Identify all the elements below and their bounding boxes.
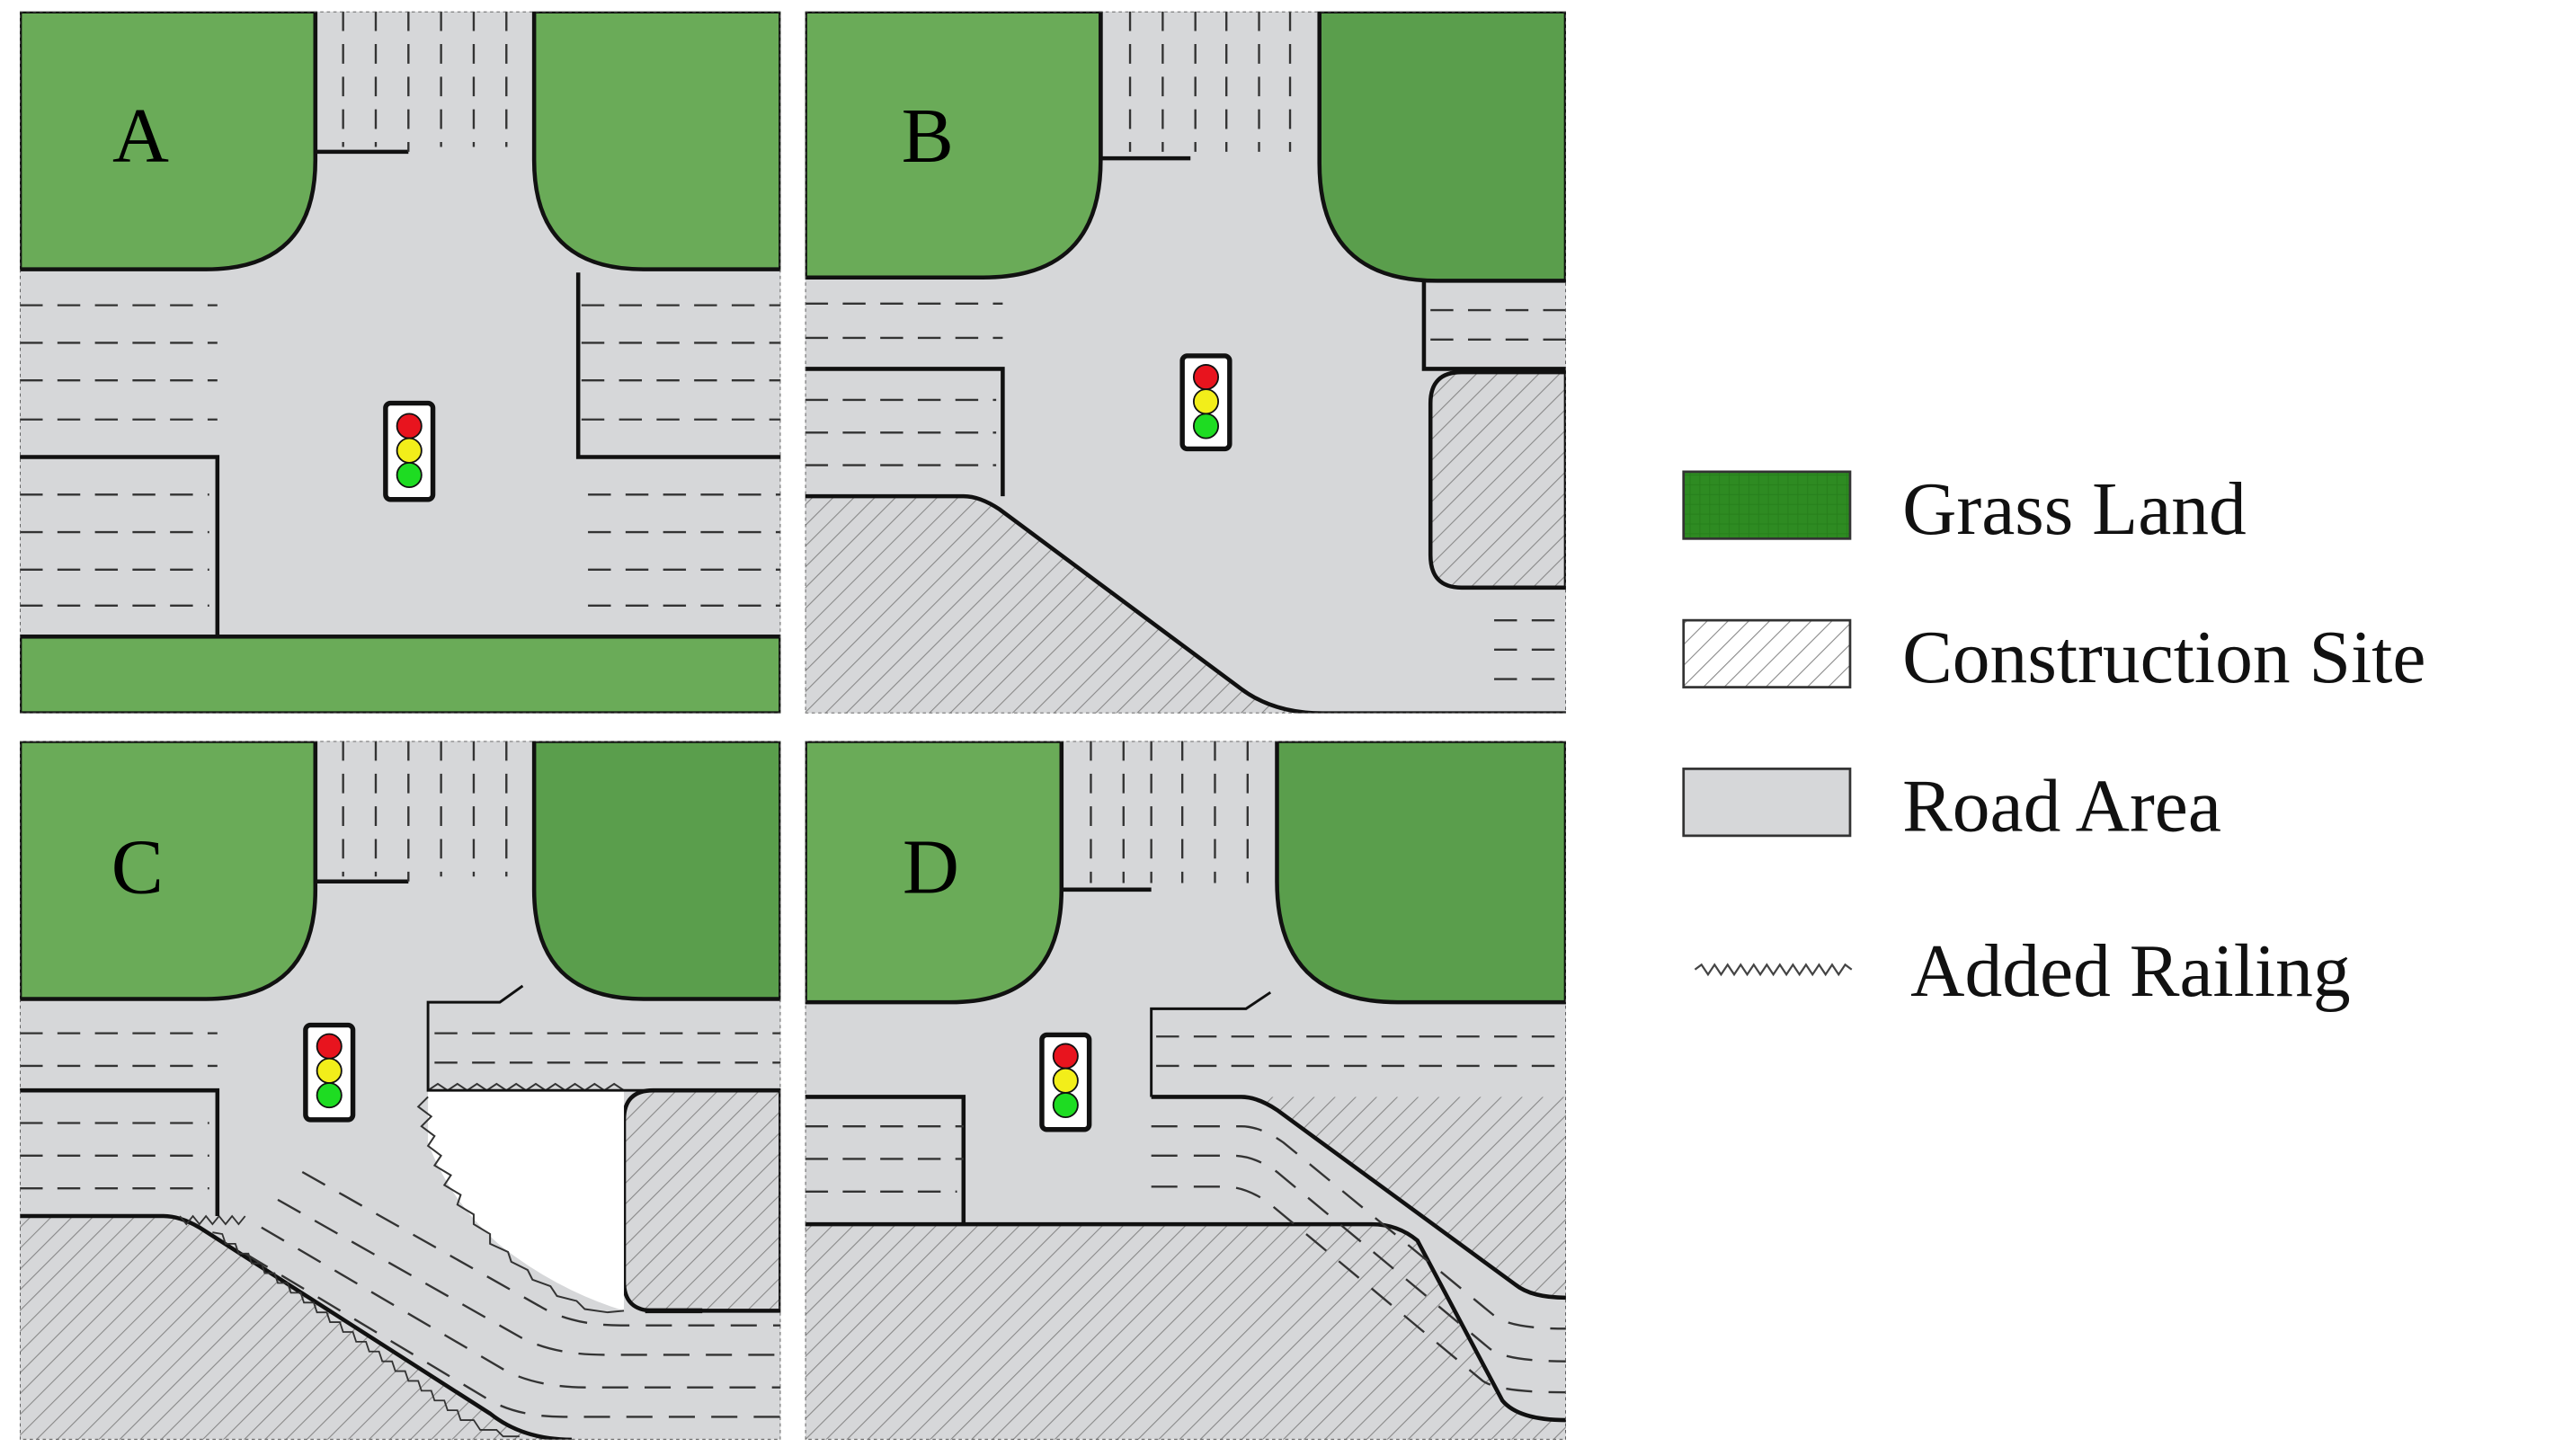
traffic-light-icon xyxy=(1179,353,1233,452)
legend-label-grass: Grass Land xyxy=(1902,468,2247,551)
construction-swatch xyxy=(1682,618,1852,688)
legend-label-construction: Construction Site xyxy=(1902,617,2425,699)
panel-a-label: A xyxy=(112,92,169,179)
panel-a xyxy=(20,11,781,714)
legend-label-railing: Added Railing xyxy=(1910,930,2351,1013)
grass-swatch xyxy=(1682,470,1852,540)
traffic-light-icon xyxy=(1039,1032,1092,1132)
legend-item-road: Road Area xyxy=(1682,765,2221,848)
road-swatch xyxy=(1682,768,1852,838)
railing-icon xyxy=(1694,963,1853,977)
traffic-light-icon xyxy=(383,400,436,502)
panel-c-label: C xyxy=(111,822,164,910)
panel-c xyxy=(20,741,781,1440)
legend-label-road: Road Area xyxy=(1902,765,2221,848)
legend-item-grass: Grass Land xyxy=(1682,468,2247,551)
panel-d-label: D xyxy=(903,822,959,910)
legend-item-construction: Construction Site xyxy=(1682,617,2425,699)
panel-b xyxy=(805,11,1566,714)
legend-item-railing: Added Railing xyxy=(1694,930,2351,1013)
panel-d xyxy=(805,741,1566,1440)
panel-b-label: B xyxy=(902,92,954,179)
legend: Grass Land Construction Site Road Area A… xyxy=(1682,468,2425,1013)
traffic-light-icon xyxy=(303,1022,356,1123)
